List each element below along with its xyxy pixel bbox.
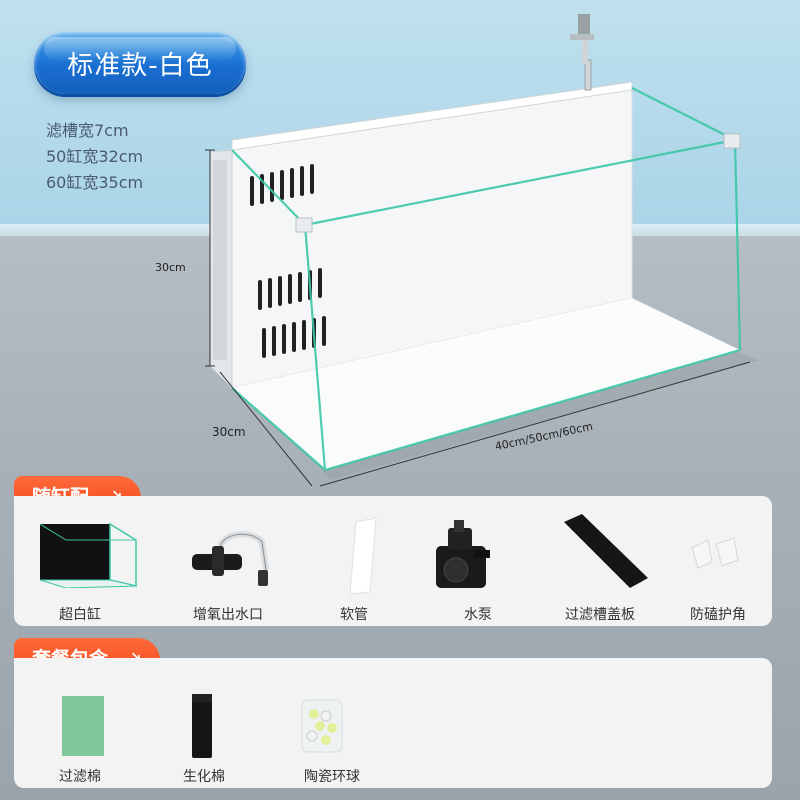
water-pump-icon	[436, 520, 490, 588]
dimension-depth: 30cm	[212, 425, 246, 439]
oxygen-outlet-icon	[192, 531, 269, 586]
section-included-panel: 超白缸 增氧出水口 软管 水泵 过滤槽盖板 防磕护角	[14, 496, 772, 626]
dimension-height: 30cm	[155, 261, 186, 274]
spec-filter-width: 滤槽宽7cm	[46, 121, 129, 140]
vent-slots-bottom	[262, 316, 326, 358]
filter-cotton-icon	[62, 696, 104, 756]
spec-60-width: 60缸宽35cm	[46, 173, 144, 192]
variant-badge-text: 标准款-白色	[67, 50, 213, 81]
hose-icon	[349, 517, 377, 595]
section-package-panel: 过滤棉 生化棉 陶瓷环球	[14, 658, 772, 788]
vent-slots-top	[250, 164, 314, 206]
variant-badge: 标准款-白色	[34, 32, 246, 94]
spec-list: 滤槽宽7cm 50缸宽32cm 60缸宽35cm	[46, 118, 143, 196]
vent-slots-middle	[258, 268, 322, 310]
aquarium-illustration	[205, 14, 760, 487]
spec-50-width: 50缸宽32cm	[46, 147, 144, 166]
bio-sponge-icon	[192, 694, 212, 758]
filter-cover-icon	[564, 514, 648, 588]
ultra-white-tank-icon	[40, 522, 137, 588]
corner-protector-icon	[691, 537, 739, 569]
ceramic-rings-icon	[301, 699, 343, 753]
